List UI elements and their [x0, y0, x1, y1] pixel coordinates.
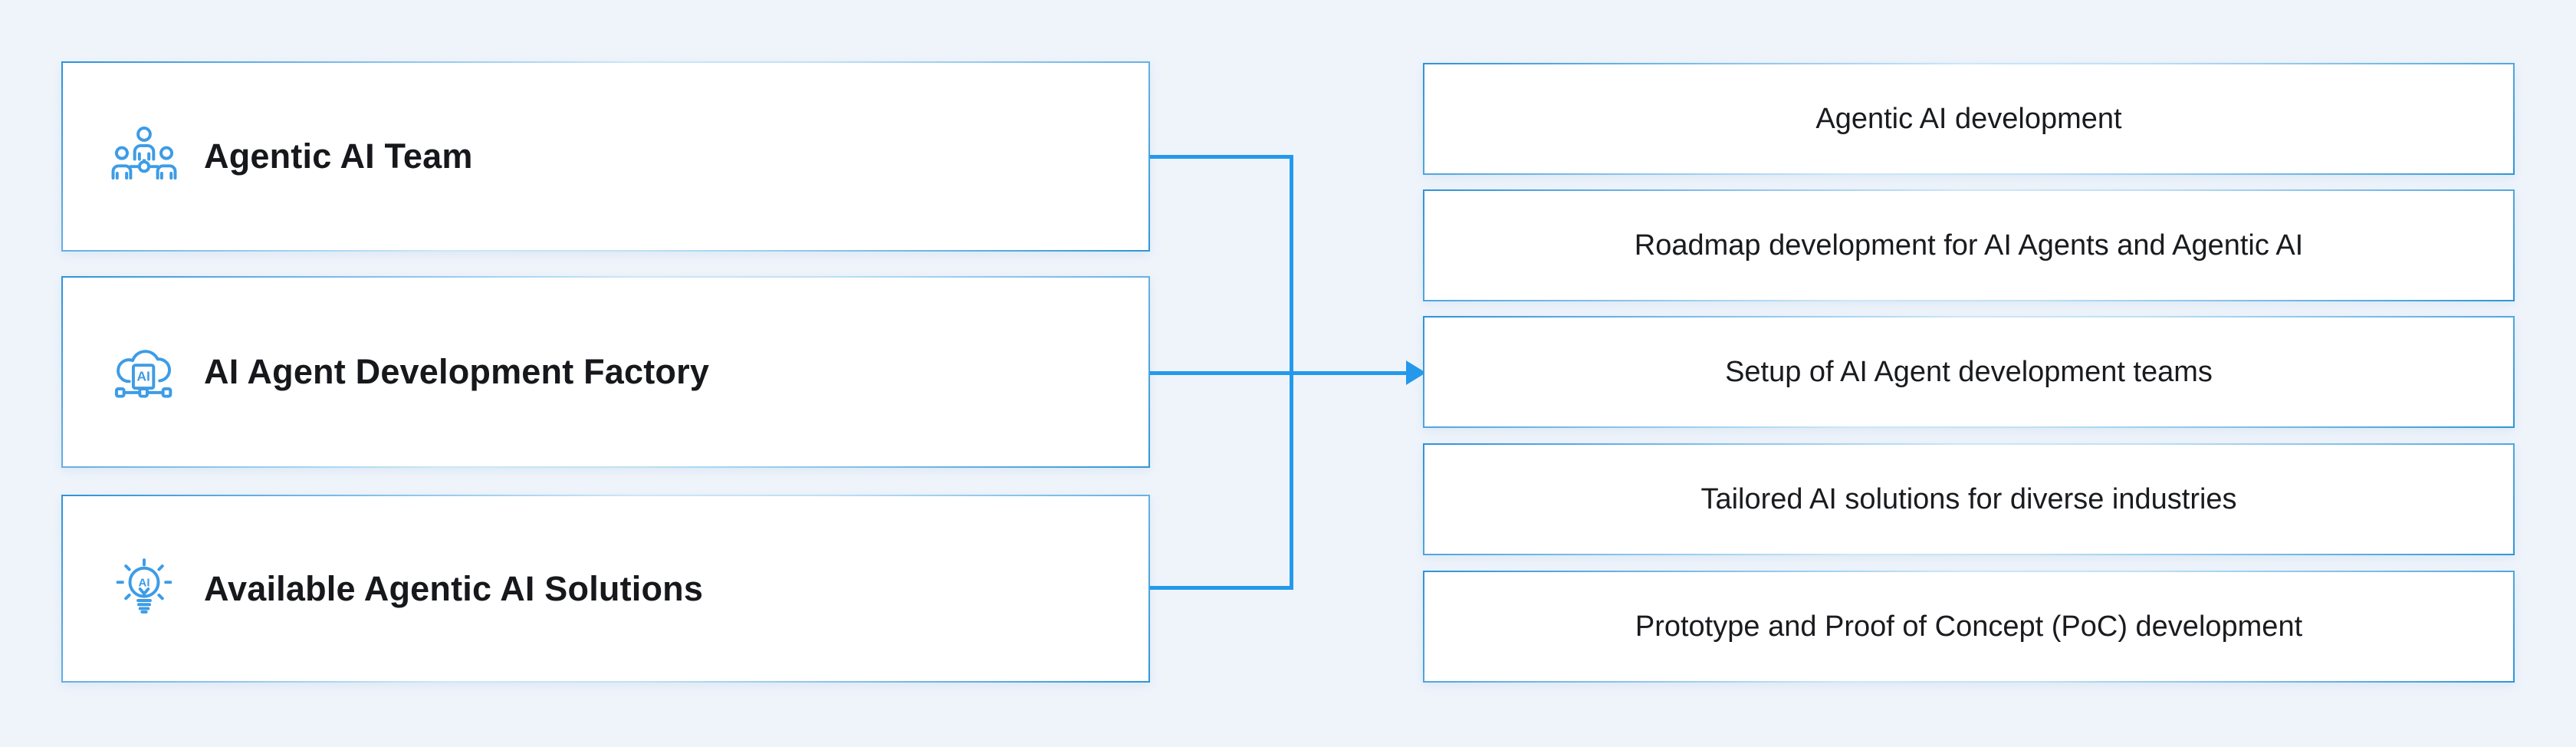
- right-box-roadmap-development: Roadmap development for AI Agents and Ag…: [1423, 189, 2515, 301]
- connector-line-middle: [1150, 371, 1408, 375]
- right-box-prototype-poc: Prototype and Proof of Concept (PoC) dev…: [1423, 571, 2515, 683]
- arrow-right-icon: [1406, 360, 1426, 385]
- left-box-title: Available Agentic AI Solutions: [204, 568, 704, 608]
- left-box-available-agentic-ai-solutions: AI Available Agentic AI Solutions: [61, 495, 1150, 683]
- left-box-title: AI Agent Development Factory: [204, 352, 710, 391]
- left-box-title: Agentic AI Team: [204, 137, 473, 176]
- right-box-setup-of-teams: Setup of AI Agent development teams: [1423, 316, 2515, 428]
- ai-cloud-network-icon: AI: [114, 350, 172, 398]
- connector-line-top: [1150, 155, 1293, 159]
- right-box-agentic-ai-development: Agentic AI development: [1423, 63, 2515, 175]
- right-box-label: Roadmap development for AI Agents and Ag…: [1634, 229, 2304, 262]
- svg-text:AI: AI: [136, 368, 150, 383]
- svg-text:AI: AI: [139, 576, 150, 589]
- right-box-label: Prototype and Proof of Concept (PoC) dev…: [1635, 610, 2303, 643]
- team-network-icon: [111, 127, 177, 180]
- left-box-ai-agent-development-factory: AI AI Agent Development Factory: [61, 276, 1150, 468]
- ai-lightbulb-icon: AI: [116, 558, 172, 614]
- connector-line-bottom: [1150, 586, 1293, 590]
- right-box-label: Agentic AI development: [1815, 102, 2122, 135]
- right-box-label: Tailored AI solutions for diverse indust…: [1700, 482, 2237, 515]
- right-box-tailored-solutions: Tailored AI solutions for diverse indust…: [1423, 443, 2515, 555]
- left-box-agentic-ai-team: Agentic AI Team: [61, 61, 1150, 252]
- right-box-label: Setup of AI Agent development teams: [1725, 355, 2213, 388]
